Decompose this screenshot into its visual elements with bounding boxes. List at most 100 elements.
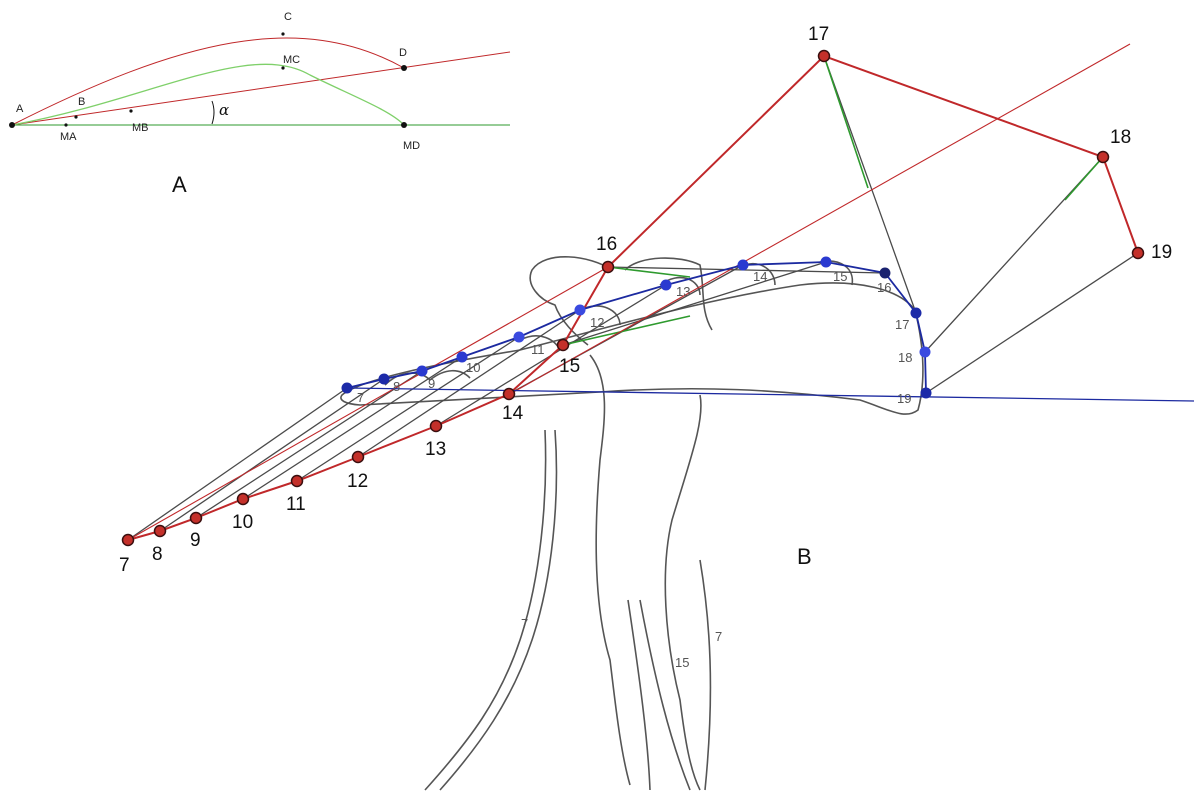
point-c-marker: [281, 32, 285, 36]
blue-label-8: 8: [393, 379, 400, 394]
red-point-19: [1131, 246, 1145, 260]
back-outline: [589, 354, 631, 786]
blue-point-13: [660, 279, 672, 291]
point-md-label: MD: [403, 140, 420, 152]
blue-label-13: 13: [676, 284, 690, 299]
red-arc: [11, 37, 405, 126]
blue-point-18: [919, 346, 931, 358]
point-mc-marker: [281, 66, 285, 70]
red-label-14: 14: [502, 403, 524, 424]
blue-point-14: [737, 259, 749, 271]
panel-a-label: A: [172, 172, 187, 197]
point-d-label: D: [399, 47, 407, 59]
arm-racket-outline: [340, 282, 924, 415]
blue-label-10: 10: [466, 360, 480, 375]
panel-a: A B C D MA MB MC MD α A: [9, 11, 511, 197]
tilted-line-red: [11, 51, 511, 126]
point-b-label: B: [78, 96, 85, 108]
red-point-15: [556, 338, 570, 352]
left-leg-outline-2: [439, 429, 558, 791]
blue-label-15: 15: [833, 269, 847, 284]
body-label-right-leg: 7: [715, 629, 722, 644]
blue-point-markers: [341, 256, 932, 399]
blue-point-12: [574, 304, 586, 316]
red-label-9: 9: [190, 530, 201, 551]
body-label-center-leg: 15: [675, 655, 689, 670]
point-b-marker: [74, 115, 78, 119]
blue-point-11: [513, 331, 525, 343]
green-segment-16: [607, 266, 691, 278]
right-leg-outline-1: [627, 599, 651, 791]
red-point-13: [429, 419, 443, 433]
point-a-label: A: [16, 103, 24, 115]
point-a-marker: [9, 122, 15, 128]
red-guide-line: [509, 43, 1131, 395]
green-segment-15: [562, 315, 691, 346]
point-mb-label: MB: [132, 122, 149, 134]
red-point-10: [236, 492, 250, 506]
red-label-19: 19: [1151, 242, 1172, 263]
blue-point-labels: 7 8 9 10 11 12 13 14 15 16 17 18 19: [357, 269, 912, 406]
blue-point-16: [879, 267, 891, 279]
green-segment-17: [823, 55, 869, 189]
fan-line-10: [242, 356, 463, 500]
blue-point-8: [378, 373, 390, 385]
fan-line-7: [127, 387, 348, 541]
right-leg-outline-3: [699, 559, 712, 791]
body-outline: [340, 256, 924, 791]
blue-point-10: [456, 351, 468, 363]
red-point-markers: [121, 49, 1145, 547]
red-point-7: [121, 533, 135, 547]
red-trajectory: [127, 54, 1139, 541]
red-point-17: [817, 49, 831, 63]
blue-label-17: 17: [895, 317, 909, 332]
fan-line-17: [823, 55, 917, 314]
blue-label-19: 19: [897, 391, 911, 406]
blue-baseline: [346, 387, 1194, 402]
red-point-14: [502, 387, 516, 401]
red-label-12: 12: [347, 471, 368, 492]
blue-label-9: 9: [428, 376, 435, 391]
fan-line-11: [296, 336, 520, 482]
point-d-marker: [401, 65, 407, 71]
red-point-9: [189, 511, 203, 525]
blue-label-18: 18: [898, 350, 912, 365]
green-segment-18: [1064, 156, 1104, 201]
point-mc-label: MC: [283, 54, 300, 66]
green-arc: [11, 63, 405, 126]
blue-point-17: [910, 307, 922, 319]
red-point-16: [601, 260, 615, 274]
red-guide-line-2: [127, 266, 609, 541]
red-point-18: [1096, 150, 1110, 164]
raised-arm-outline: [624, 257, 713, 331]
point-md-marker: [401, 122, 407, 128]
body-label-left-leg: 7: [521, 616, 528, 631]
fan-line-15: [562, 261, 827, 346]
red-point-11: [290, 474, 304, 488]
point-mb-marker: [129, 109, 133, 113]
fan-line-8: [159, 378, 385, 532]
hand-finger-outline-2: [429, 369, 471, 381]
blue-point-15: [820, 256, 832, 268]
red-label-13: 13: [425, 439, 446, 460]
blue-label-7: 7: [357, 390, 364, 405]
red-label-8: 8: [152, 544, 163, 565]
blue-point-9: [416, 365, 428, 377]
red-point-8: [153, 524, 167, 538]
head-outline: [529, 256, 613, 346]
gray-fan-lines: [127, 55, 1139, 541]
front-outline: [664, 394, 702, 791]
red-label-15: 15: [559, 356, 580, 377]
fan-line-9: [195, 370, 423, 519]
blue-point-19: [920, 387, 932, 399]
angle-arc: [211, 100, 215, 125]
red-label-11: 11: [286, 494, 306, 515]
green-segments: [562, 55, 1104, 346]
left-leg-outline-1: [424, 429, 547, 791]
fan-line-16: [607, 266, 886, 274]
blue-label-14: 14: [753, 269, 767, 284]
red-label-10: 10: [232, 512, 253, 533]
red-label-7: 7: [119, 555, 130, 576]
right-leg-outline-2: [639, 599, 691, 791]
point-ma-label: MA: [60, 131, 77, 143]
